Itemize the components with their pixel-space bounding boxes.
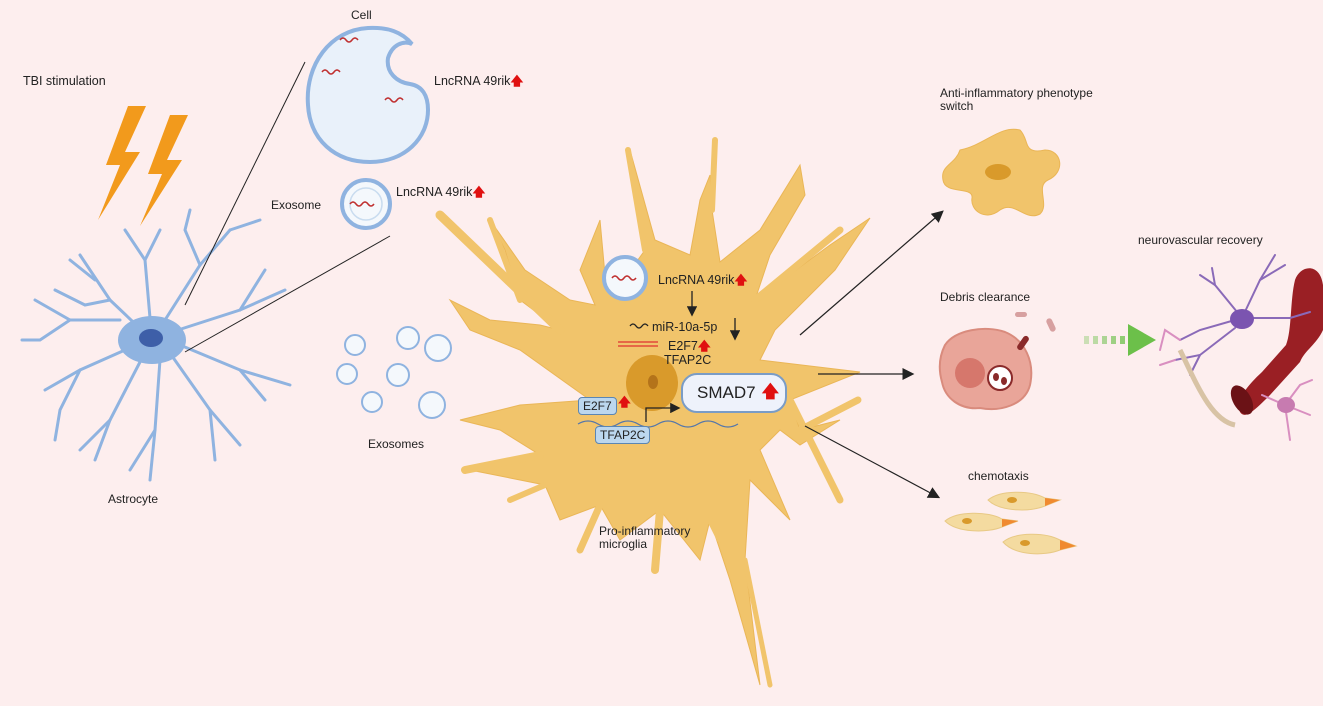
macrophage-icon bbox=[938, 312, 1056, 411]
up-arrow-icon: 🡅 bbox=[734, 273, 748, 287]
zoom-line-bottom bbox=[184, 235, 391, 353]
label-tbi: TBI stimulation bbox=[23, 74, 106, 88]
tfap2c-box: TFAP2C bbox=[595, 426, 651, 444]
label-exosomes: Exosomes bbox=[368, 437, 425, 451]
microglia-icon bbox=[435, 137, 871, 688]
astrocyte-nucleus bbox=[139, 329, 163, 347]
transcription-arrow bbox=[645, 402, 681, 422]
label-exosome: Exosome bbox=[271, 198, 322, 212]
arrow-to-chemo bbox=[804, 425, 941, 499]
exosomes-group bbox=[336, 326, 452, 419]
label-cell: Cell bbox=[351, 8, 372, 22]
exosome-icon bbox=[340, 178, 392, 230]
anti-microglia-icon bbox=[942, 128, 1061, 217]
mirna-icon bbox=[629, 323, 649, 329]
label-lnc-exo: LncRNA 49rik🡅 bbox=[396, 185, 486, 199]
cell-icon bbox=[305, 25, 431, 165]
label-mir: miR-10a-5p bbox=[652, 320, 718, 334]
label-tfap2c: TFAP2C bbox=[664, 353, 712, 367]
axon-icon bbox=[1177, 348, 1236, 428]
pericyte-body bbox=[1277, 397, 1295, 413]
e2f7-box: E2F7 bbox=[578, 397, 617, 415]
dashed-arrow-icon bbox=[1084, 324, 1156, 356]
label-lnc-cell: LncRNA 49rik🡅 bbox=[434, 74, 524, 88]
lightning-icon bbox=[98, 106, 188, 226]
label-chemo: chemotaxis bbox=[968, 469, 1029, 483]
label-neuro: neurovascular recovery bbox=[1138, 233, 1263, 247]
blood-vessel-icon bbox=[1230, 268, 1323, 415]
arrow-to-anti bbox=[799, 210, 944, 336]
up-arrow-icon: 🡅 bbox=[472, 185, 486, 199]
up-arrow-icon: 🡅 bbox=[697, 339, 711, 353]
label-astrocyte: Astrocyte bbox=[108, 492, 159, 506]
exosome-microglia-icon bbox=[602, 255, 648, 301]
up-arrow-icon: 🡅 bbox=[618, 395, 631, 409]
e2f7-mrna-icon bbox=[618, 341, 658, 347]
up-arrow-icon: 🡅 bbox=[761, 381, 780, 401]
zoom-line-top bbox=[184, 61, 306, 306]
astrocyte-icon bbox=[20, 208, 292, 482]
label-debris: Debris clearance bbox=[940, 290, 1031, 304]
label-lnc-micro: LncRNA 49rik🡅 bbox=[658, 273, 748, 287]
up-arrow-icon: 🡅 bbox=[510, 74, 524, 88]
chemotaxis-cells-icon bbox=[944, 491, 1078, 555]
smad7-box: SMAD7🡅 bbox=[681, 373, 787, 413]
label-e2f7: E2F7🡅 bbox=[668, 339, 711, 353]
neuron-body bbox=[1230, 309, 1254, 329]
